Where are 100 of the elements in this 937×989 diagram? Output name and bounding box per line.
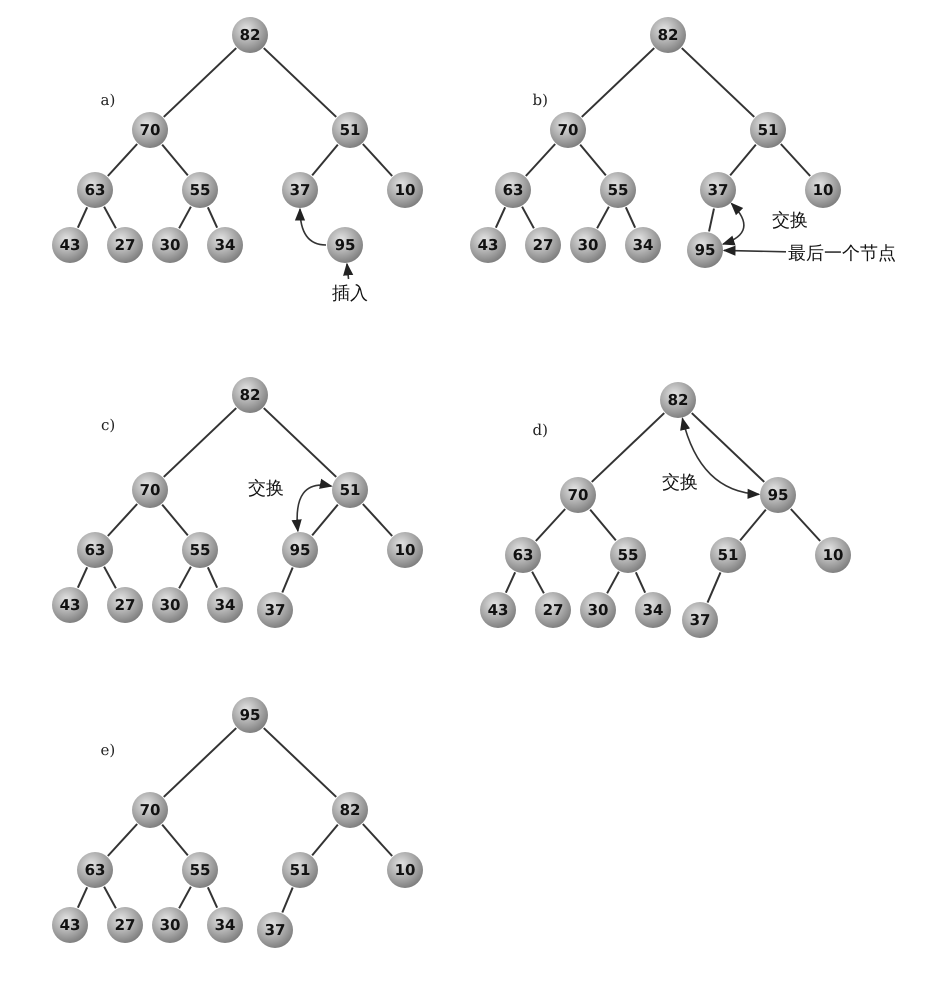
branch-line — [206, 566, 218, 588]
heap-node-ball: 82 — [332, 792, 368, 828]
branch-line — [521, 206, 535, 229]
branch-line — [591, 412, 665, 483]
heap-node-ball: 70 — [132, 472, 168, 508]
heap-node-ball: 10 — [387, 172, 423, 208]
heap-node-ball: 51 — [332, 472, 368, 508]
branch-line — [107, 823, 138, 857]
branch-line — [76, 886, 88, 908]
heap-node-ball: 70 — [132, 792, 168, 828]
branch-line — [581, 47, 655, 118]
panel-label: b) — [532, 91, 548, 109]
heap-node-ball: 30 — [580, 592, 616, 628]
heap-node-ball: 43 — [52, 227, 88, 263]
heap-node-ball: 37 — [282, 172, 318, 208]
branch-line — [579, 144, 607, 176]
heap-node-ball: 10 — [387, 852, 423, 888]
branch-line — [525, 143, 556, 177]
branch-line — [624, 206, 636, 228]
heap-node-ball: 95 — [687, 232, 723, 268]
edge-label: 交换 — [247, 476, 285, 500]
arrow — [722, 202, 745, 245]
heap-node-ball: 27 — [535, 592, 571, 628]
branch-line — [706, 572, 722, 603]
branch-line — [263, 47, 337, 118]
heap-node-ball: 30 — [152, 587, 188, 623]
heap-node-ball: 95 — [232, 697, 268, 733]
edge-label: 交换 — [661, 470, 699, 494]
heap-node-ball: 55 — [600, 172, 636, 208]
heap-node-ball: 95 — [282, 532, 318, 568]
heap-node-ball: 10 — [387, 532, 423, 568]
heap-node-ball: 34 — [207, 907, 243, 943]
branch-line — [163, 47, 237, 118]
heap-node-ball: 43 — [470, 227, 506, 263]
branch-line — [206, 206, 218, 228]
heap-node-ball: 30 — [152, 907, 188, 943]
heap-node-ball: 63 — [77, 172, 113, 208]
annotation-text: 最后一个节点 — [788, 241, 896, 265]
heap-node-ball: 10 — [805, 172, 841, 208]
branch-line — [362, 143, 393, 177]
branch-line — [76, 566, 88, 588]
heap-node-ball: 51 — [750, 112, 786, 148]
heap-node-ball: 55 — [182, 532, 218, 568]
arrow — [295, 208, 326, 246]
heap-node-ball: 51 — [710, 537, 746, 573]
edge-label: 交换 — [771, 208, 809, 232]
heap-node-ball: 34 — [207, 587, 243, 623]
branch-line — [311, 504, 339, 536]
heap-node-ball: 37 — [257, 912, 293, 948]
branch-line — [790, 508, 821, 542]
branch-line — [681, 47, 755, 118]
heap-node-ball: 37 — [700, 172, 736, 208]
branch-line — [178, 206, 192, 229]
heap-node-ball: 51 — [332, 112, 368, 148]
heap-node-ball: 37 — [682, 602, 718, 638]
arrow — [292, 479, 333, 532]
branch-line — [589, 508, 617, 542]
heap-node-ball: 27 — [107, 907, 143, 943]
branch-line — [76, 206, 88, 228]
branch-line — [161, 144, 189, 176]
heap-node-ball: 82 — [232, 377, 268, 413]
heap-node-ball: 10 — [815, 537, 851, 573]
heap-node-ball: 63 — [495, 172, 531, 208]
branch-line — [311, 144, 339, 176]
heap-node-ball: 70 — [132, 112, 168, 148]
heap-node-ball: 63 — [77, 532, 113, 568]
branch-line — [263, 727, 337, 798]
branch-line — [103, 886, 117, 909]
branch-line — [263, 407, 337, 478]
branch-line — [606, 571, 620, 594]
heap-node-ball: 63 — [505, 537, 541, 573]
heap-node-ball: 27 — [525, 227, 561, 263]
heap-node-ball: 34 — [625, 227, 661, 263]
arrow — [343, 262, 354, 280]
heap-node-ball: 82 — [232, 17, 268, 53]
annotation-text: 插入 — [332, 281, 368, 305]
branch-line — [103, 206, 117, 229]
branch-line — [504, 572, 516, 594]
heap-node-ball: 82 — [650, 17, 686, 53]
heap-node-ball: 55 — [182, 852, 218, 888]
branch-line — [739, 508, 767, 542]
panel-label: e) — [100, 741, 116, 759]
branch-line — [531, 571, 545, 594]
heap-node-ball: 37 — [257, 592, 293, 628]
heap-node-ball: 55 — [610, 537, 646, 573]
heap-node-ball: 34 — [635, 592, 671, 628]
branch-line — [281, 567, 294, 593]
branch-line — [362, 823, 393, 857]
branch-line — [206, 886, 218, 908]
branch-line — [311, 824, 339, 856]
branch-line — [494, 206, 506, 228]
branch-line — [161, 504, 189, 536]
branch-line — [103, 566, 117, 589]
branch-line — [163, 407, 237, 478]
heap-node-ball: 43 — [52, 587, 88, 623]
panel-label: c) — [101, 416, 116, 434]
heap-node-ball: 70 — [550, 112, 586, 148]
heap-node-ball: 82 — [660, 382, 696, 418]
arrow — [722, 246, 786, 256]
branch-line — [362, 503, 393, 537]
